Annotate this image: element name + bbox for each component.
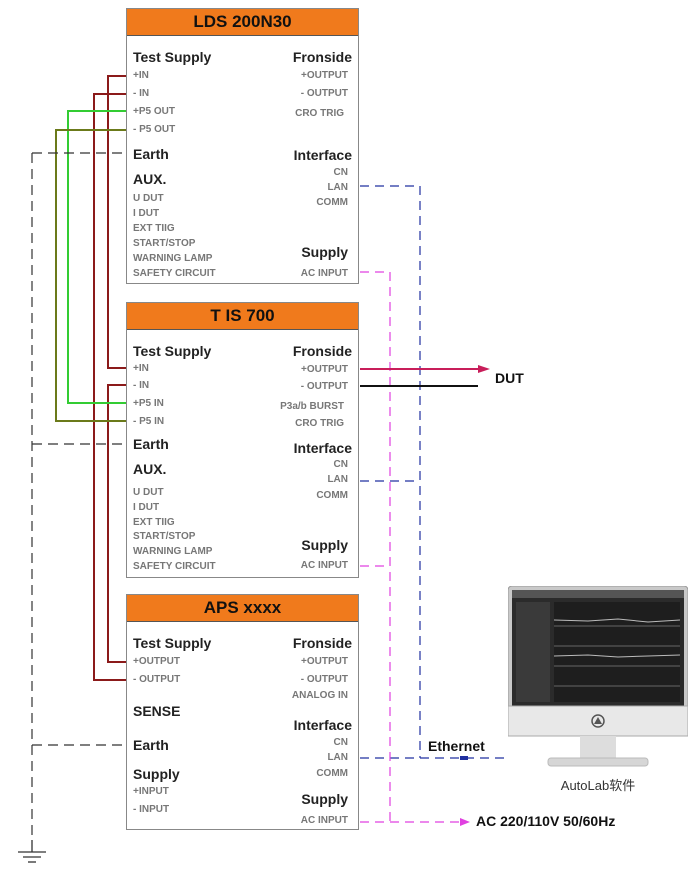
in-minus-terminal: - IN	[133, 380, 150, 391]
supply-label: Supply	[301, 791, 348, 807]
lan-terminal: LAN	[327, 182, 348, 193]
lan-ethernet-line	[360, 185, 508, 759]
interface-label: Interface	[293, 717, 352, 733]
aux-item: SAFETY CIRCUIT	[133, 561, 216, 572]
lds-200n30-box: LDS 200N30 Test Supply +IN - IN +P5 OUT …	[126, 8, 359, 284]
aux-label: AUX.	[133, 461, 167, 477]
lan-terminal: LAN	[327, 752, 348, 763]
supply-label: Supply	[301, 244, 348, 260]
output-plus-terminal: +OUTPUT	[301, 70, 348, 81]
ac-input-line	[360, 271, 460, 823]
aux-item: I DUT	[133, 502, 160, 513]
earth-label: Earth	[133, 737, 169, 753]
earth-label: Earth	[133, 436, 169, 452]
interface-label: Interface	[293, 440, 352, 456]
output-minus-terminal: - OUTPUT	[300, 674, 348, 685]
autolab-monitor: AutoLab软件	[508, 586, 688, 798]
output-minus-terminal: - OUTPUT	[300, 88, 348, 99]
aps-xxxx-box: APS xxxx Test Supply +OUTPUT - OUTPUT SE…	[126, 594, 359, 830]
p5-plus-terminal: +P5 IN	[133, 398, 164, 409]
aux-item: I DUT	[133, 208, 160, 219]
input-minus-terminal: - INPUT	[133, 804, 170, 815]
cn-terminal: CN	[333, 167, 348, 178]
output-minus-terminal: - OUTPUT	[133, 674, 181, 685]
analog-in-terminal: ANALOG IN	[291, 690, 348, 701]
aps-xxxx-title: APS xxxx	[127, 595, 358, 622]
ac-input-terminal: AC INPUT	[300, 815, 348, 826]
p5-minus-terminal: - P5 IN	[133, 416, 165, 427]
output-plus-terminal: +OUTPUT	[301, 364, 348, 375]
dut-arrow-icon	[478, 365, 490, 373]
aux-item: SAFETY CIRCUIT	[133, 268, 216, 279]
autolab-label: AutoLab软件	[560, 778, 636, 793]
interface-label: Interface	[293, 147, 352, 163]
aux-item: START/STOP	[133, 238, 196, 249]
ethernet-label: Ethernet	[428, 738, 485, 754]
aux-item: WARNING LAMP	[133, 253, 213, 264]
tis-700-title: T IS 700	[127, 303, 358, 330]
burst-terminal: P3a/b BURST	[280, 401, 344, 412]
monitor-icon	[508, 586, 688, 767]
dut-label: DUT	[495, 370, 524, 386]
output-plus-terminal: +OUTPUT	[301, 656, 348, 667]
aux-item: EXT TIIG	[133, 223, 175, 234]
aux-item: EXT TIIG	[133, 517, 175, 528]
p5-plus-terminal: +P5 OUT	[133, 106, 175, 117]
tis-700-box: T IS 700 Test Supply +IN - IN +P5 IN - P…	[126, 302, 359, 578]
test-supply-label: Test Supply	[133, 635, 212, 651]
cn-terminal: CN	[333, 459, 348, 470]
p5-olive-wires	[55, 129, 129, 422]
ac-arrow-icon	[460, 818, 470, 826]
test-supply-red-wires	[93, 75, 129, 681]
ac-input-terminal: AC INPUT	[300, 560, 348, 571]
output-plus-terminal: +OUTPUT	[133, 656, 180, 667]
lan-terminal: LAN	[327, 474, 348, 485]
cro-trig-terminal: CRO TRIG	[295, 418, 344, 429]
output-minus-terminal: - OUTPUT	[300, 381, 348, 392]
ethernet-connector-icon	[460, 756, 468, 760]
earth-dashed-line	[31, 152, 129, 840]
aux-item: START/STOP	[133, 531, 196, 542]
fronside-label: Fronside	[292, 49, 352, 65]
fronside-label: Fronside	[292, 343, 352, 359]
in-plus-terminal: +IN	[133, 70, 149, 81]
cro-trig-terminal: CRO TRIG	[295, 108, 344, 119]
aux-label: AUX.	[133, 171, 167, 187]
ac-input-terminal: AC INPUT	[300, 268, 348, 279]
in-plus-terminal: +IN	[133, 363, 149, 374]
aux-item: U DUT	[133, 487, 164, 498]
ground-icon	[18, 840, 46, 863]
in-minus-terminal: - IN	[133, 88, 150, 99]
supply-label: Supply	[301, 537, 348, 553]
input-plus-terminal: +INPUT	[133, 786, 169, 797]
aux-item: U DUT	[133, 193, 164, 204]
lds-200n30-title: LDS 200N30	[127, 9, 358, 36]
fronside-label: Fronside	[292, 635, 352, 651]
test-supply-label: Test Supply	[133, 49, 212, 65]
earth-label: Earth	[133, 146, 169, 162]
p5-minus-terminal: - P5 OUT	[133, 124, 176, 135]
comm-terminal: COMM	[316, 490, 348, 501]
p5-green-wires	[67, 110, 129, 404]
sense-label: SENSE	[133, 703, 181, 719]
comm-terminal: COMM	[316, 197, 348, 208]
comm-terminal: COMM	[316, 768, 348, 779]
cn-terminal: CN	[333, 737, 348, 748]
aux-item: WARNING LAMP	[133, 546, 213, 557]
supply-left-label: Supply	[133, 766, 180, 782]
test-supply-label: Test Supply	[133, 343, 212, 359]
ac-supply-label: AC 220/110V 50/60Hz	[476, 813, 616, 829]
